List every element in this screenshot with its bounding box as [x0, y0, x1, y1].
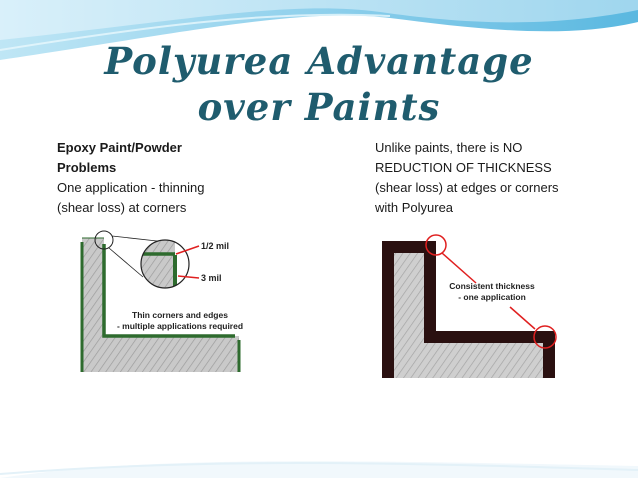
polyurea-caption-line-2: - one application [458, 292, 526, 302]
paint-substrate [82, 238, 239, 372]
right-line-4: with Polyurea [375, 200, 454, 215]
magnifier-line-top [111, 235, 158, 242]
bottom-wave-decoration [0, 461, 638, 478]
polyurea-substrate [394, 253, 543, 378]
top-corner-highlight-circle [425, 234, 447, 256]
paint-caption-line-2: - multiple applications required [117, 321, 243, 331]
bottom-corner-highlight-circle [533, 325, 557, 349]
thin-pointer-arrow [175, 245, 200, 255]
magnifier-line-bottom [108, 247, 144, 278]
top-wave-decoration [0, 0, 638, 68]
slide-title: Polyurea Advantage over Paints [0, 38, 638, 130]
paint-coating-inner [102, 244, 235, 338]
right-line-1: Unlike paints, there is NO [375, 140, 523, 155]
polyurea-corner-diagram: Consistent thickness - one application [380, 233, 560, 378]
left-heading-line-2: Problems [57, 160, 117, 175]
polyurea-caption-line-1: Consistent thickness [449, 281, 535, 291]
left-body-line-2: (shear loss) at corners [57, 200, 187, 215]
paint-corner-diagram: 1/2 mil 3 mil Thin corners and edges - m… [77, 224, 257, 374]
thick-pointer-arrow [177, 275, 200, 279]
label-3-mil: 3 mil [201, 273, 222, 283]
top-pointer-line [441, 252, 477, 284]
right-line-2: REDUCTION OF THICKNESS [375, 160, 552, 175]
corner-highlight-circle [94, 230, 114, 250]
left-body-line-1: One application - thinning [57, 180, 205, 195]
label-half-mil: 1/2 mil [201, 241, 229, 251]
right-line-3: (shear loss) at edges or corners [375, 180, 559, 195]
magnifier-circle [140, 239, 190, 289]
left-heading-line-1: Epoxy Paint/Powder [57, 140, 182, 155]
left-text-column: Epoxy Paint/Powder Problems One applicat… [57, 138, 307, 218]
bottom-pointer-line [509, 306, 536, 330]
paint-caption-line-1: Thin corners and edges [132, 310, 228, 320]
title-line-2: over Paints [197, 85, 441, 129]
title-line-1: Polyurea Advantage [104, 39, 534, 83]
right-text-column: Unlike paints, there is NO REDUCTION OF … [375, 138, 605, 218]
